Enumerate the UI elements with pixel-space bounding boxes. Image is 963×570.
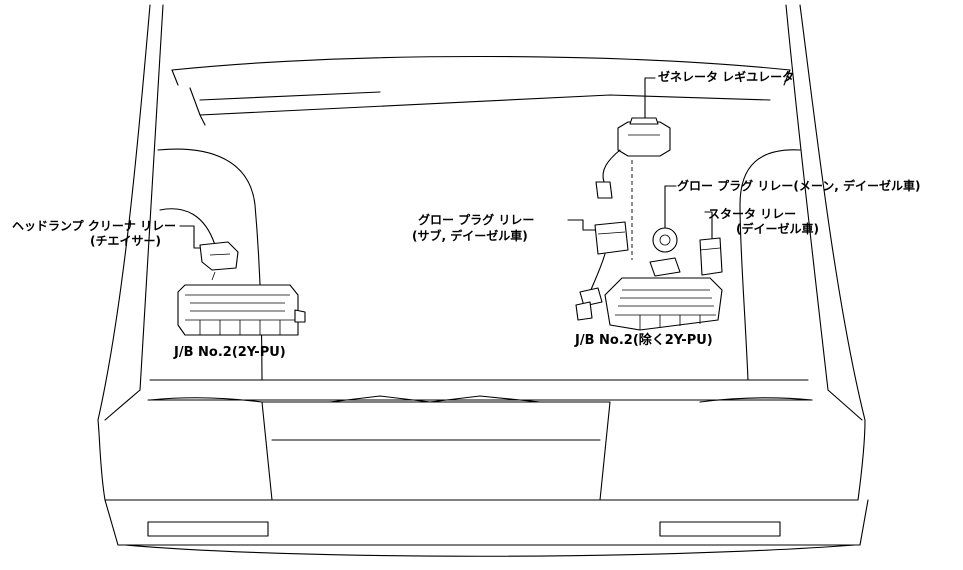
jb-left-box	[177, 284, 306, 336]
label-starter-relay-note: (デイーゼル車)	[736, 222, 819, 236]
jb-right-box	[604, 277, 723, 331]
label-headlamp-cleaner-relay: ヘッドランプ クリーナ リレー	[12, 219, 176, 233]
label-starter-relay: スタータ リレー	[708, 207, 797, 221]
hood-outline	[97, 4, 866, 421]
engine-bay-outline	[147, 148, 813, 401]
starter-relay	[699, 237, 723, 276]
headlamp-cleaner-relay	[199, 241, 239, 281]
label-generator-regulator: ゼネレータ レギユレータ	[658, 70, 795, 84]
glow-plug-relay-main	[649, 227, 681, 277]
label-glow-plug-relay-sub-note: (サブ, デイーゼル車)	[412, 229, 528, 243]
front-bumper	[97, 389, 869, 557]
leader-lines	[179, 77, 713, 249]
label-glow-plug-relay-main: グロー プラグ リレー(メーン, デイーゼル車)	[677, 179, 921, 193]
generator-regulator	[595, 117, 671, 199]
glow-plug-relay-sub	[575, 221, 629, 321]
label-glow-plug-relay-sub: グロー プラグ リレー	[418, 213, 535, 227]
label-jb-left: J/B No.2(2Y-PU)	[174, 345, 286, 360]
label-headlamp-cleaner-relay-note: (チエイサー)	[90, 234, 161, 248]
label-jb-right: J/B No.2(除く2Y-PU)	[575, 333, 713, 348]
